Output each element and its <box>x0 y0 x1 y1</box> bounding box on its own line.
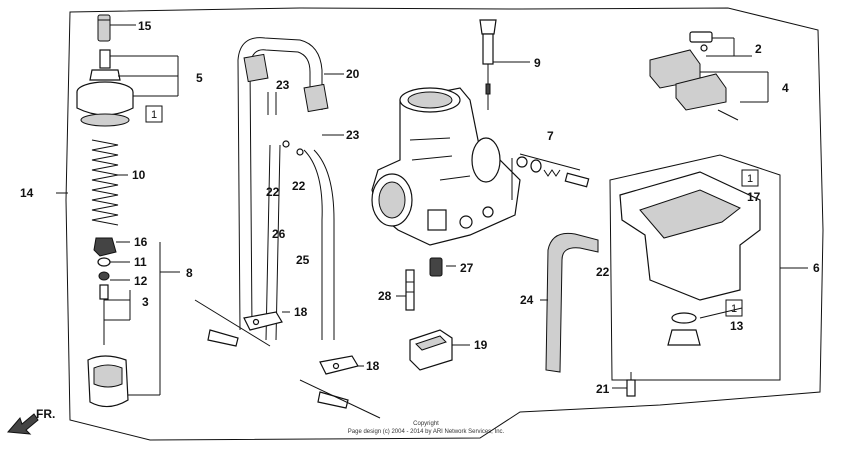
callout: 21 <box>596 382 610 396</box>
callout: 10 <box>132 168 146 182</box>
callout: 12 <box>134 274 148 288</box>
callout: 22 <box>292 179 306 193</box>
leader-lines-left <box>56 24 180 396</box>
jets <box>405 257 443 311</box>
callout: 1 <box>747 173 753 185</box>
top-adjuster-screw <box>479 19 497 110</box>
front-direction-arrow: FR. <box>6 407 55 435</box>
callout: 18 <box>366 359 380 373</box>
hose-brackets <box>194 299 381 419</box>
callout: 9 <box>534 56 541 70</box>
callout: 15 <box>138 19 152 33</box>
callout: 4 <box>782 81 789 95</box>
footer-line1: Copyright <box>413 421 439 427</box>
vent-hoses <box>237 37 335 341</box>
callout: 7 <box>547 129 554 143</box>
callout: 23 <box>346 128 360 142</box>
needle-valve-floats <box>649 31 739 121</box>
callout: 24 <box>520 293 534 307</box>
callout: 16 <box>134 235 148 249</box>
callout-box-1a <box>145 105 163 123</box>
callout-labels: 15 5 1 10 14 16 11 12 8 3 20 23 23 22 22… <box>20 19 820 396</box>
callout: 22 <box>596 265 610 279</box>
slide-assembly <box>76 14 134 408</box>
direction-label: FR. <box>36 407 55 421</box>
callout: 25 <box>296 253 310 267</box>
callout: 1 <box>731 303 737 315</box>
float-bowl <box>609 154 781 381</box>
pilot-screw-set <box>511 153 590 200</box>
callout: 6 <box>813 261 820 275</box>
callout: 14 <box>20 186 34 200</box>
callout: 27 <box>460 261 474 275</box>
callout: 20 <box>346 67 360 81</box>
callout: 1 <box>151 109 157 121</box>
callout: 23 <box>276 78 290 92</box>
float <box>409 329 453 371</box>
callout: 19 <box>474 338 488 352</box>
callout-box-1b <box>741 169 759 187</box>
callout: 3 <box>142 295 149 309</box>
callout: 28 <box>378 289 392 303</box>
callout: 17 <box>747 190 761 204</box>
callout: 18 <box>294 305 308 319</box>
copyright-footer: Copyright Page design (c) 2004 - 2014 by… <box>348 421 505 435</box>
callout: 5 <box>196 71 203 85</box>
callout: 11 <box>134 255 147 269</box>
callout: 22 <box>266 185 280 199</box>
drain-hose <box>545 232 599 373</box>
callout: 8 <box>186 266 193 280</box>
bowl-bolt <box>626 372 636 397</box>
leader-lines-right <box>282 37 808 389</box>
footer-line2: Page design (c) 2004 - 2014 by ARI Netwo… <box>348 429 505 435</box>
drain-plug <box>667 312 701 346</box>
assembly-frame <box>65 7 824 441</box>
callout: 2 <box>755 42 762 56</box>
callout: 26 <box>272 227 286 241</box>
callout: 13 <box>730 319 744 333</box>
carburetor-body <box>371 87 521 246</box>
